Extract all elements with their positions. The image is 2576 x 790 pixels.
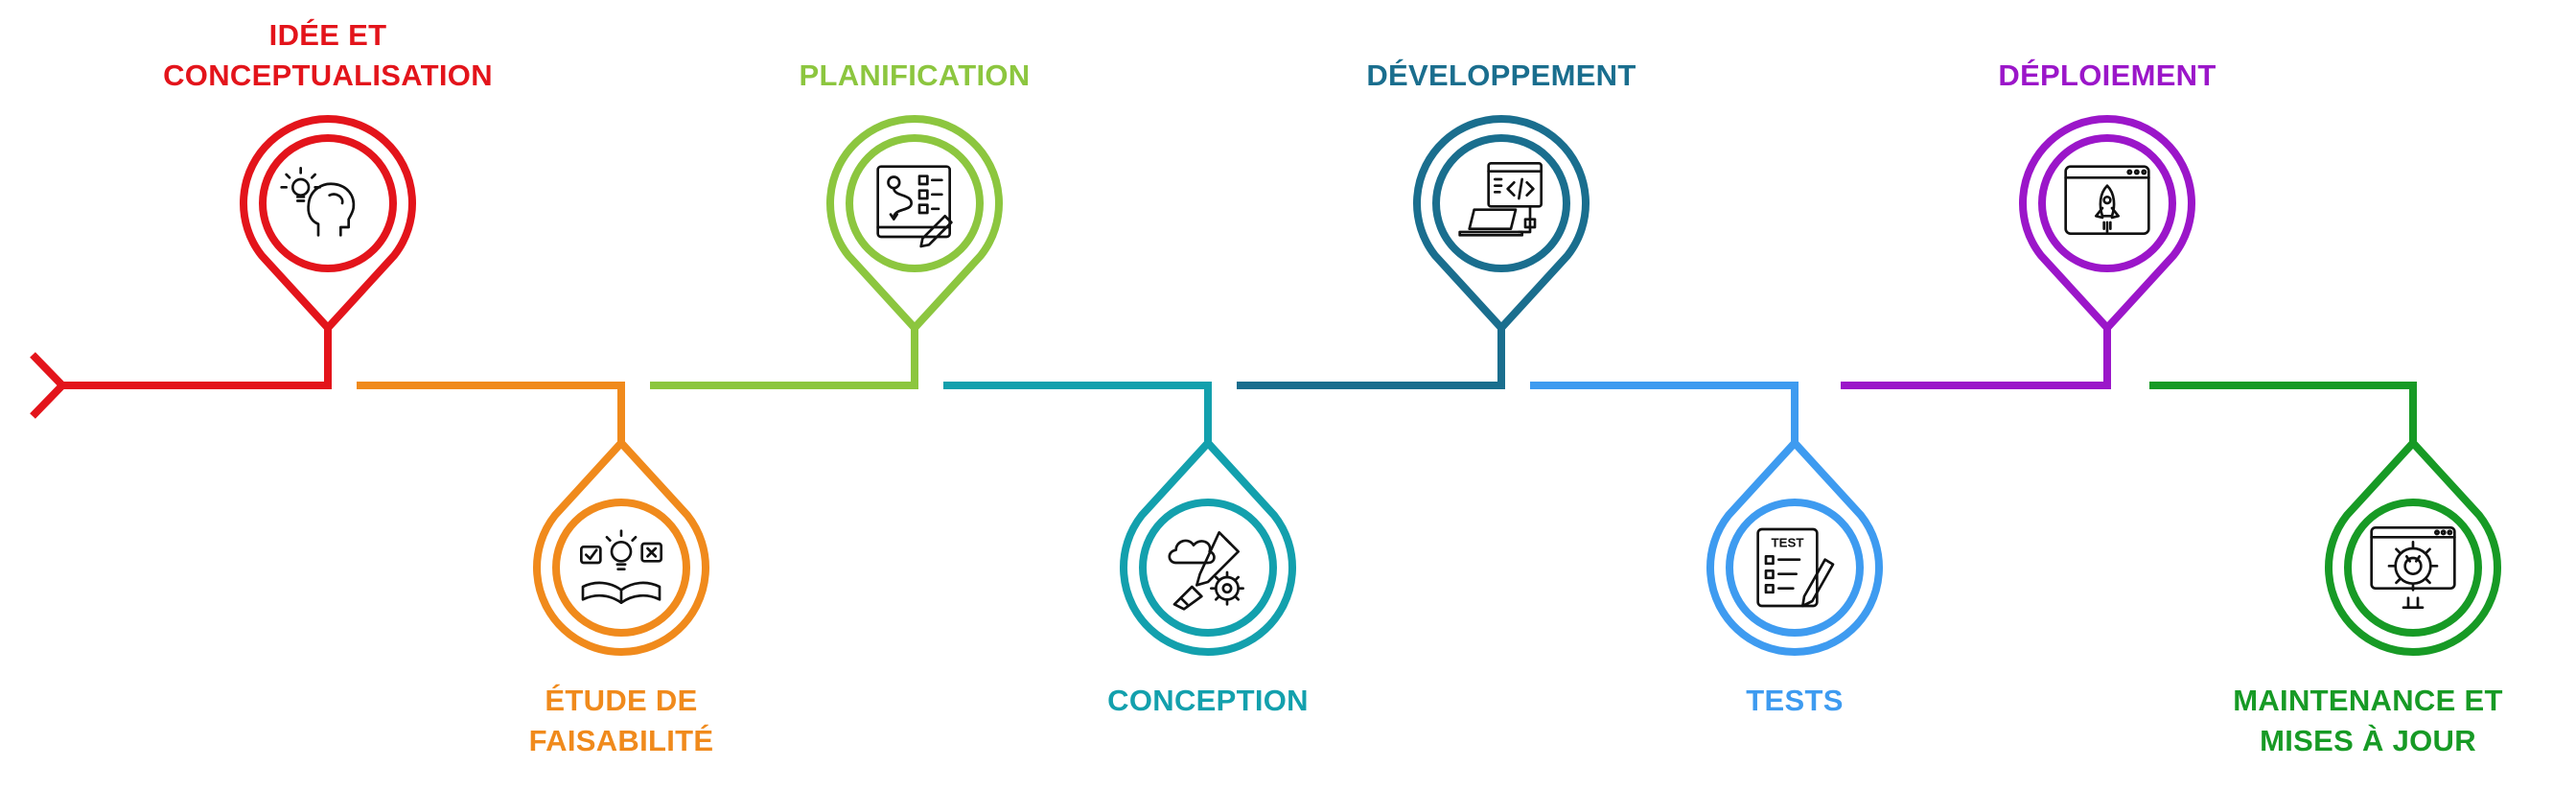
timeline-line: [30, 328, 2417, 443]
step-pin: [1706, 439, 1883, 656]
step-pin: [240, 115, 416, 332]
step-label: MAINTENANCE ET MISES À JOUR: [2233, 684, 2503, 757]
pin-inner-ring: [552, 499, 690, 637]
step-label: ÉTUDE DE FAISABILITÉ: [528, 684, 714, 757]
step-label: DÉPLOIEMENT: [1998, 58, 2216, 92]
pin-inner-ring: [2344, 499, 2482, 637]
step-pin: [1413, 115, 1590, 332]
timeline-segment: [1237, 328, 1505, 389]
pin-inner-ring: [259, 134, 397, 272]
pin-inner-ring: [1432, 134, 1570, 272]
timeline-pins: [240, 115, 2501, 656]
timeline-segment: [650, 328, 918, 389]
timeline-segment: [2149, 382, 2417, 443]
step-pin: [533, 439, 709, 656]
timeline-start-arrow: [30, 352, 68, 419]
step-pin: [1120, 439, 1296, 656]
timeline-segment: [1841, 328, 2111, 389]
step-label: TESTS: [1746, 684, 1844, 717]
step-label: PLANIFICATION: [799, 58, 1031, 92]
step-label: IDÉE ET CONCEPTUALISATION: [163, 18, 493, 92]
pin-inner-ring: [1726, 499, 1864, 637]
step-pin: [2019, 115, 2195, 332]
step-pin: [826, 115, 1003, 332]
step-pin: [2325, 439, 2501, 656]
timeline-segment: [1530, 382, 1799, 443]
step-label: CONCEPTION: [1107, 684, 1309, 717]
step-label: DÉVELOPPEMENT: [1366, 58, 1636, 92]
timeline-segment: [943, 382, 1212, 443]
timeline-segment: [62, 328, 332, 389]
timeline-segment: [357, 382, 625, 443]
pin-inner-ring: [846, 134, 984, 272]
pin-inner-ring: [1139, 499, 1277, 637]
